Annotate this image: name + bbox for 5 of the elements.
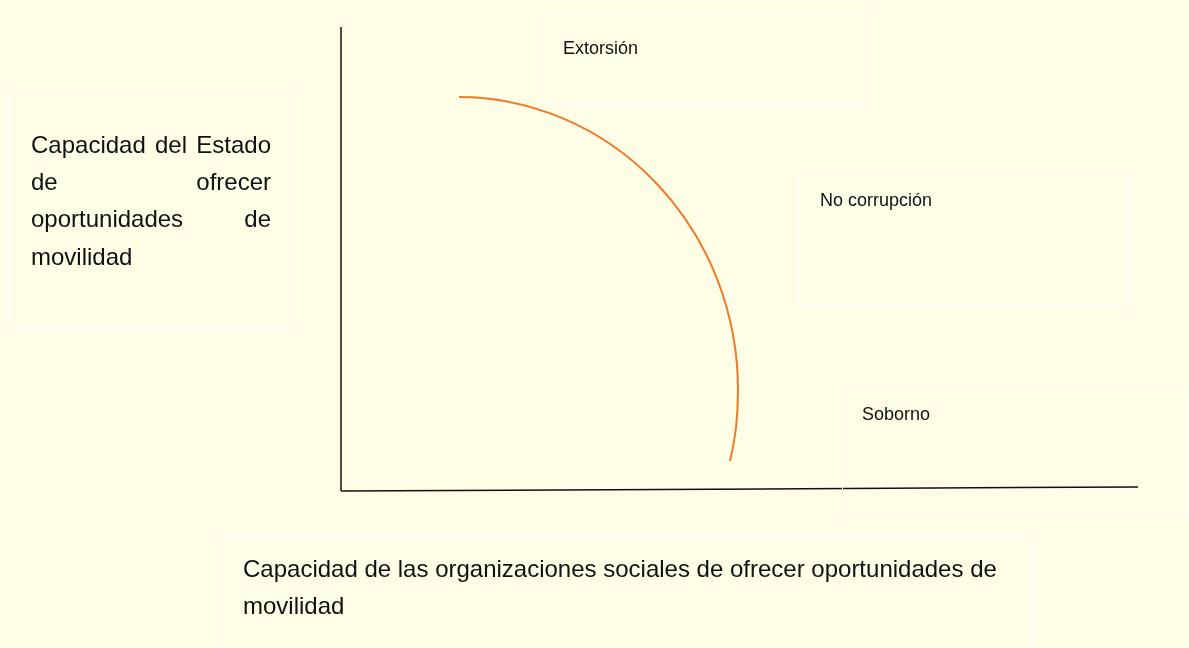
quadrant-label: Extorsión (563, 37, 640, 60)
y-axis-label: Capacidad del Estado de ofrecer oportunidades de movilidad (31, 130, 271, 272)
x-axis-label: Capacidad de las organizaciones sociales de ofrecer oportunidades de movilidad (243, 554, 998, 622)
quadrant-label: Soborno (862, 403, 932, 426)
quadrant-label: No corrupción (820, 189, 934, 212)
